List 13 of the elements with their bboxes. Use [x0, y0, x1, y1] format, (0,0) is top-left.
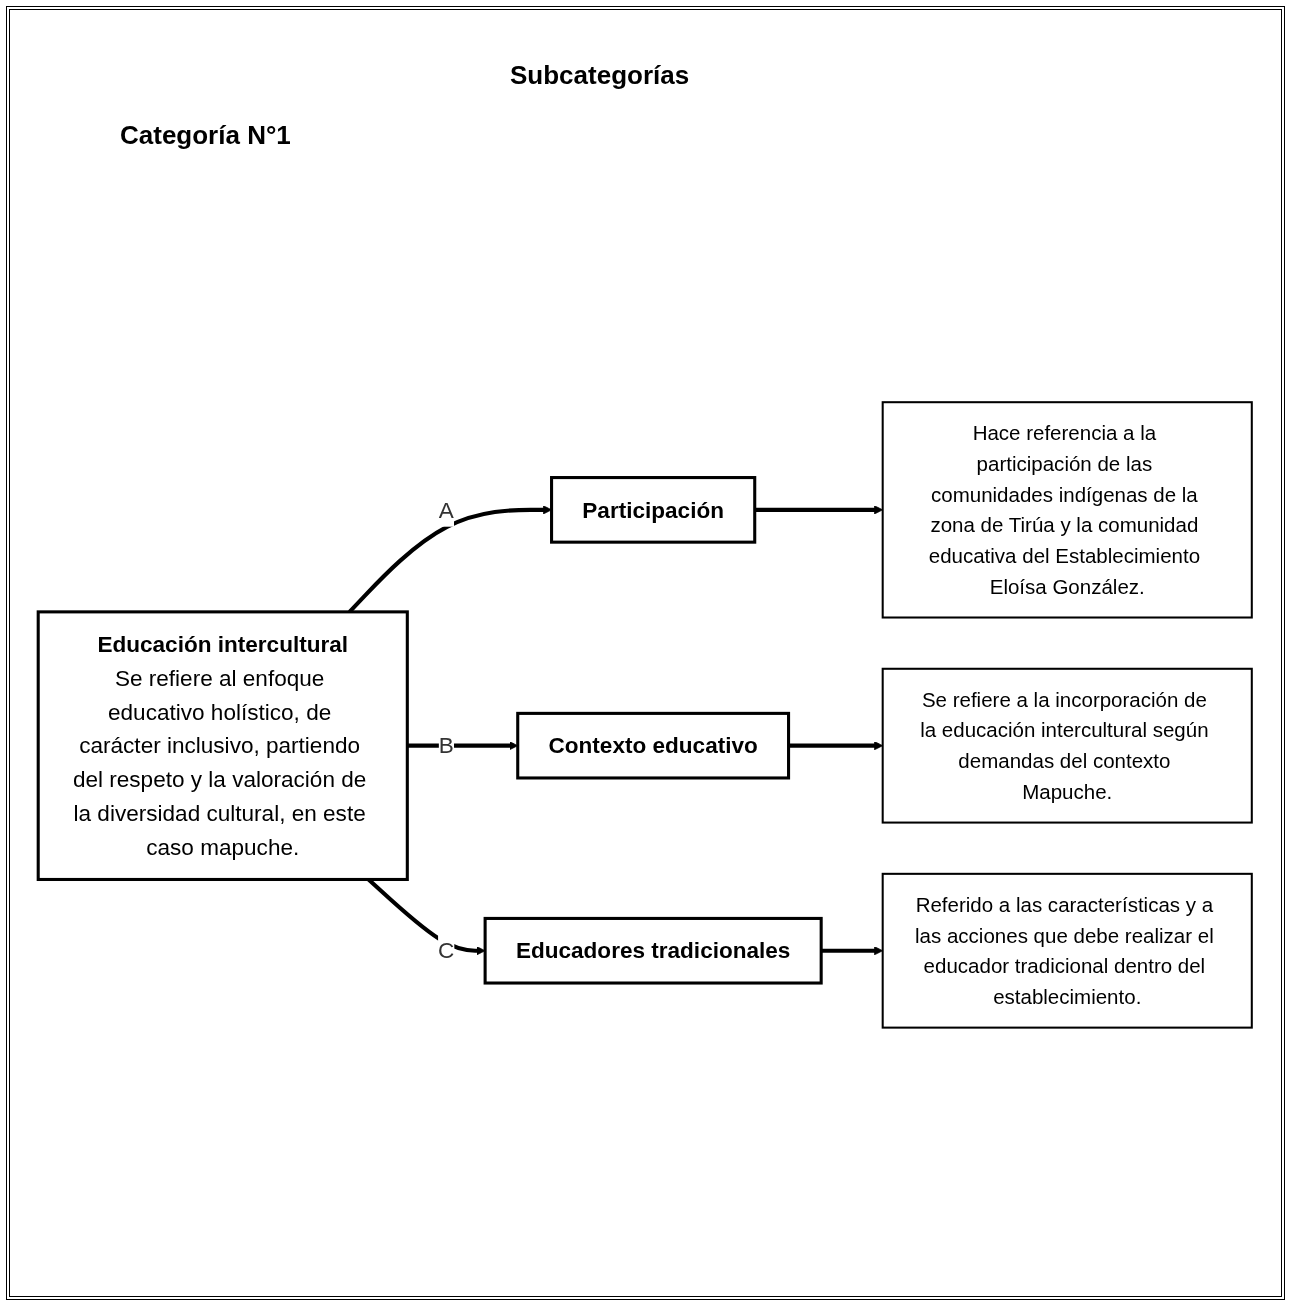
node-box: Participación: [550, 476, 757, 544]
node-box: Hace referencia a la participación de las comunidades indígenas de la zona de Tirúa y la comunidad educativa del Establecimiento Eloísa González.: [881, 401, 1253, 619]
column-heading: Subcategorías: [510, 60, 690, 91]
node-box: Educadores tradicionales: [483, 916, 823, 985]
edge-label: B: [438, 732, 454, 759]
edge-label: A: [438, 497, 454, 523]
node-box: Educación intercultural Se refiere al enfoque educativo holístico, de carácter inclusivo, partiendo del respeto y la valoración de la diversidad cultural, en este caso mapuche.: [36, 610, 409, 882]
edge-label: C: [438, 937, 455, 964]
node-box: Referido a las características y a las acciones que debe realizar el educador tradicional dentro del establecimiento.: [881, 872, 1253, 1029]
category-heading: Categoría N°1: [120, 120, 291, 151]
node-box: Contexto educativo: [516, 711, 791, 780]
node-box: Se refiere a la incorporación de la educación intercultural según demandas del contexto Mapuche.: [881, 667, 1253, 824]
arrow: [821, 946, 884, 956]
